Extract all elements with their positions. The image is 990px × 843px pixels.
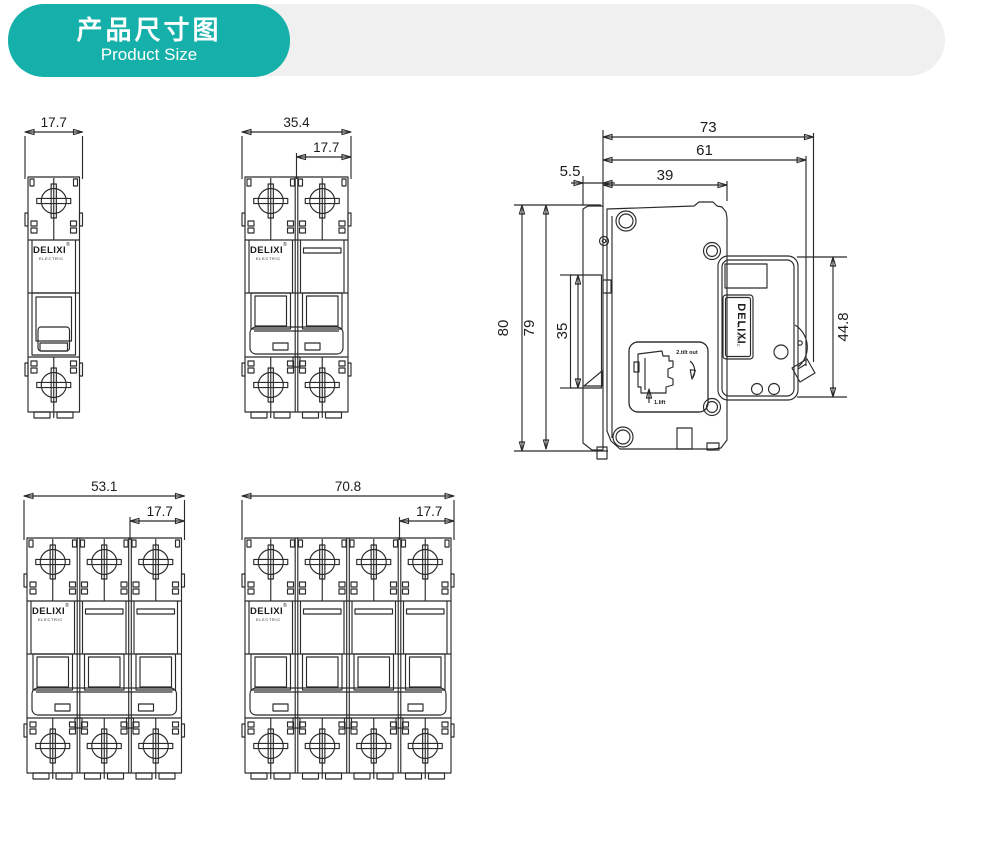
dim-label-73: 73 [700, 119, 717, 136]
dim-label-17.7: 17.7 [313, 140, 339, 155]
extension-lines [514, 130, 847, 452]
brand-delixi-side: DELIXI [735, 303, 747, 344]
din-mount-instruction-box: 2.tilt out 1.lift [628, 341, 709, 413]
front-view-2p: DELIXI® ELECTRIC 35.417.7 [241, 115, 352, 419]
instruction-step2: 2.tilt out [676, 350, 698, 356]
dim-label-35: 35 [554, 323, 571, 340]
toggle-handle-bar [249, 326, 344, 355]
front-view-4p: DELIXI® ELECTRIC 70.8 17.7 [241, 479, 455, 780]
toggle-lever [791, 358, 816, 383]
dim-label-35.4: 35.4 [283, 115, 310, 130]
dimensions: 70.8 17.7 [241, 479, 455, 540]
brand-registered-mark: ® [65, 602, 69, 609]
brand-electric-text: ELECTRIC [39, 256, 64, 261]
dim-label-79: 79 [521, 320, 538, 337]
dim-label-53.1: 53.1 [91, 479, 117, 494]
dim-label-61: 61 [696, 142, 713, 159]
dimensions: 73 61 39 5.5 80 79 35 44.8 [495, 119, 852, 452]
brand-delixi-text: DELIXI [250, 606, 283, 617]
brand-label: DELIXI® ELECTRIC [33, 241, 70, 261]
dimensions: 35.417.7 [241, 115, 352, 179]
brand-registered-mark: ® [66, 241, 70, 248]
brand-delixi-text: DELIXI [33, 245, 66, 256]
dim-label-39: 39 [657, 167, 674, 184]
section-title-zh: 产品尺寸图 [76, 14, 222, 45]
brand-electric-text: ELECTRIC [256, 256, 281, 261]
toggle-handle-bar [31, 687, 178, 716]
front-view-3p: DELIXI® ELECTRIC 53.1 17.7 [23, 479, 186, 780]
dim-label-80: 80 [495, 320, 512, 337]
dim-label-70.8: 70.8 [335, 479, 361, 494]
instruction-step1: 1.lift [654, 400, 665, 406]
brand-label: DELIXI® ELECTRIC [250, 602, 287, 622]
brand-electric-text: ELECTRIC [256, 617, 281, 622]
brand-electric-text: ELECTRIC [38, 617, 63, 622]
brand-registered-mark: ® [283, 602, 287, 609]
brand-delixi-text: DELIXI [32, 606, 65, 617]
toggle-handle-bar [249, 687, 447, 716]
brand-electric-side: ELECTRIC [736, 323, 741, 348]
dimensions: 53.1 17.7 [23, 479, 186, 540]
dim-label-17.7: 17.7 [416, 504, 442, 519]
dim-label-44.8: 44.8 [835, 312, 852, 341]
dimensions: 17.7 [24, 115, 84, 179]
brand-label: DELIXI® ELECTRIC [32, 602, 69, 622]
dim-label-5.5: 5.5 [560, 163, 581, 180]
brand-registered-mark: ® [283, 241, 287, 248]
brand-delixi-text: DELIXI [250, 245, 283, 256]
section-title-en: Product Size [100, 45, 198, 65]
front-view-1p: DELIXI® ELECTRIC 17.7 [24, 115, 84, 419]
section-header-pill: 产品尺寸图 Product Size [8, 4, 290, 77]
dim-label-17.7: 17.7 [147, 504, 173, 519]
brand-label: DELIXI® ELECTRIC [250, 241, 287, 261]
dim-label-17.7: 17.7 [41, 115, 67, 130]
